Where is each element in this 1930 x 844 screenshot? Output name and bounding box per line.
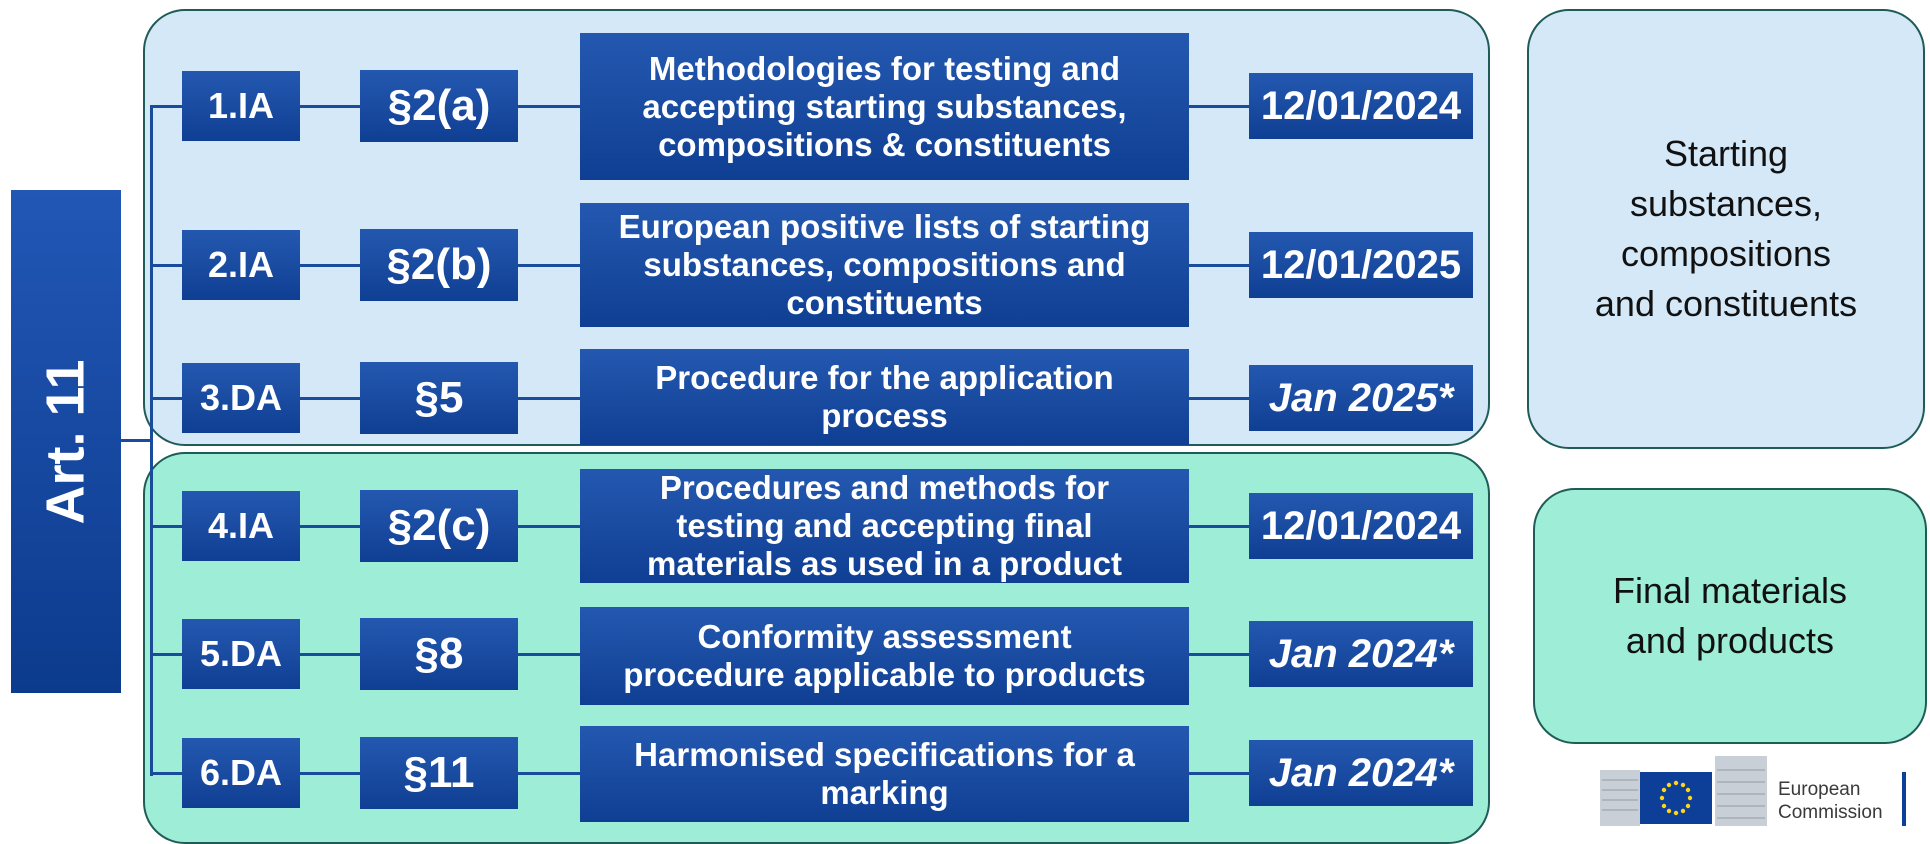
paragraph-box: §11 (360, 737, 518, 809)
act-title-line: materials as used in a product (647, 545, 1122, 582)
ec-logo-graphic (1600, 756, 1906, 826)
act-title-line: testing and accepting final (676, 507, 1093, 544)
act-title-line: Harmonised specifications for a (634, 736, 1135, 773)
legend-line: and constituents (1594, 283, 1858, 324)
paragraph-box: §2(c) (360, 490, 518, 562)
act-title-line: European positive lists of starting (618, 208, 1151, 245)
deadline-date-box: Jan 2024* (1249, 621, 1473, 687)
act-title-line: Procedure for the application (655, 359, 1114, 396)
final-materials-legend: Final materials and products (1533, 488, 1927, 744)
bracket-line (150, 106, 153, 776)
legend-line: Starting (1663, 133, 1789, 174)
art-connector (121, 439, 151, 442)
deadline-date-box: 12/01/2024 (1249, 73, 1473, 139)
legend-line: and products (1625, 620, 1835, 661)
european-commission-logo: European Commission (1600, 750, 1910, 830)
article-label: Art. 11 (36, 358, 96, 525)
legend-line: Final materials (1612, 570, 1848, 611)
paragraph-box: §8 (360, 618, 518, 690)
legend-line: substances, (1629, 183, 1823, 224)
paragraph-box: §5 (360, 362, 518, 434)
starting-substances-legend: Starting substances, compositions and co… (1527, 9, 1925, 449)
act-code-box: 5.DA (182, 619, 300, 689)
act-code-box: 4.IA (182, 491, 300, 561)
act-title-line: process (821, 397, 948, 434)
act-title-line: substances, compositions and (643, 246, 1126, 283)
act-code-box: 1.IA (182, 71, 300, 141)
article-bar: Art. 11 (11, 190, 121, 693)
act-code-box: 3.DA (182, 363, 300, 433)
deadline-date-box: Jan 2025* (1249, 365, 1473, 431)
legend-line: compositions (1620, 233, 1832, 274)
act-title-line: Procedures and methods for (659, 469, 1110, 506)
act-title-line: Conformity assessment (697, 618, 1072, 655)
act-title-line: marking (820, 774, 949, 811)
act-title-line: Methodologies for testing and (648, 49, 1121, 87)
deadline-date-box: 12/01/2024 (1249, 493, 1473, 559)
ec-name-line2: Commission (1778, 802, 1883, 823)
deadline-date-box: Jan 2024* (1249, 740, 1473, 806)
act-title-line: procedure applicable to products (623, 656, 1146, 693)
act-code-box: 6.DA (182, 738, 300, 808)
paragraph-box: §2(b) (360, 229, 518, 301)
act-title-line: compositions & constituents (658, 125, 1111, 163)
paragraph-box: §2(a) (360, 70, 518, 142)
act-code-box: 2.IA (182, 230, 300, 300)
act-title-line: constituents (786, 284, 983, 321)
act-title-line: accepting starting substances, (642, 87, 1127, 125)
deadline-date-box: 12/01/2025 (1249, 232, 1473, 298)
ec-name-line1: European (1778, 779, 1861, 800)
